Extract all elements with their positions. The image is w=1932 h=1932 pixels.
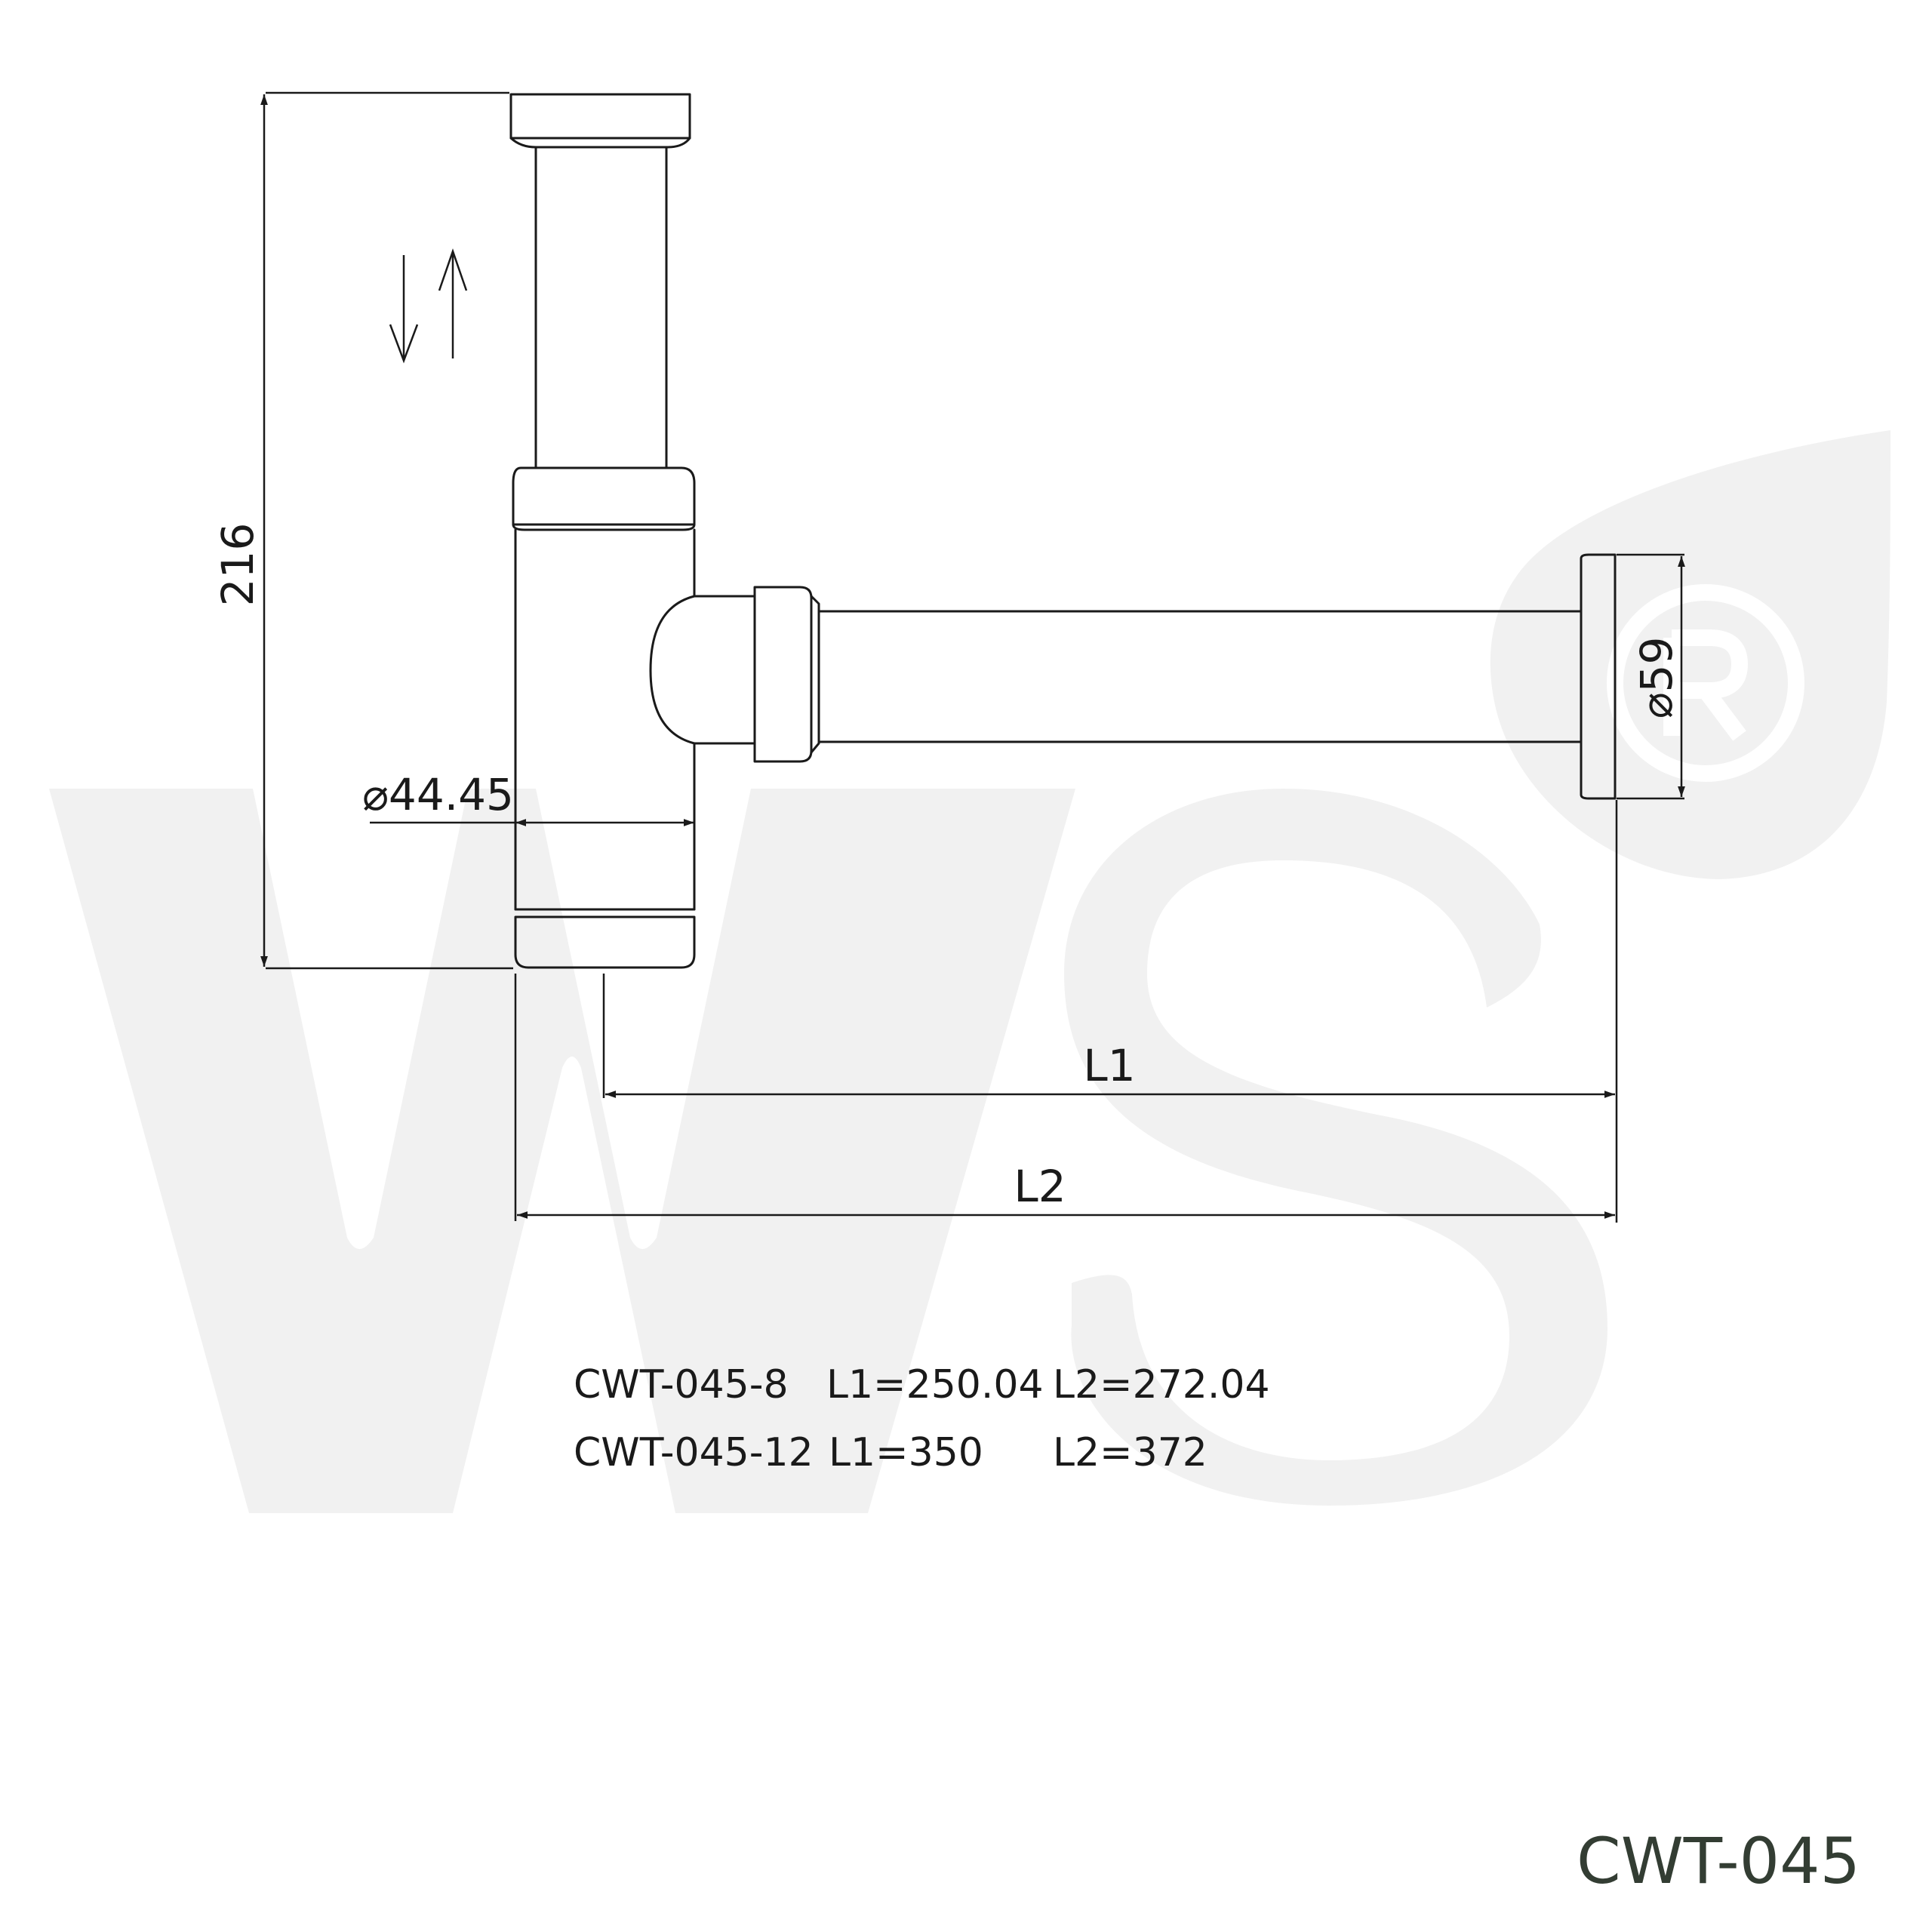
arrow-down-icon	[389, 255, 419, 364]
dimension-height: 216	[212, 91, 513, 970]
dimension-l2: L2	[514, 974, 1615, 1221]
variant-model: CWT-045-12	[574, 1430, 814, 1475]
flow-direction-arrows	[389, 248, 468, 364]
model-number: CWT-045	[1577, 1824, 1860, 1898]
horizontal-pipe	[817, 610, 1583, 743]
tailpiece-tube	[534, 146, 668, 469]
dimension-l1: L1	[602, 800, 1618, 1223]
upper-collar	[512, 466, 696, 526]
variant-l1: L1=250.04	[826, 1362, 1044, 1407]
dimension-inlet-diameter: ⌀44.45	[362, 769, 694, 826]
watermark-letter-w	[49, 789, 1075, 1513]
variant-model: CWT-045-8	[574, 1362, 789, 1407]
watermark-logo	[49, 430, 1890, 1513]
wall-flange	[1580, 553, 1617, 800]
arrow-up-icon	[438, 248, 468, 358]
variant-spec-table: CWT-045-8 L1=250.04 L2=272.04 CWT-045-12…	[574, 1362, 1270, 1475]
variant-l2: L2=272.04	[1053, 1362, 1270, 1407]
bottle-trap	[509, 93, 1617, 969]
variant-l2: L2=372	[1053, 1430, 1208, 1475]
dimension-flange-diameter: ⌀59	[1617, 553, 1685, 800]
top-flange-cap	[509, 93, 691, 140]
watermark-letter-s	[1064, 789, 1607, 1506]
dimension-l1-label: L1	[1083, 1040, 1135, 1091]
outlet-dome	[649, 595, 756, 745]
dimension-l2-label: L2	[1014, 1161, 1066, 1212]
dimension-height-label: 216	[212, 523, 263, 607]
watermark-leaf	[1490, 430, 1890, 879]
dimension-inlet-diameter-label: ⌀44.45	[362, 769, 514, 820]
variant-l1: L1=350	[829, 1430, 983, 1475]
bottle-body	[514, 528, 696, 911]
outlet-nut	[753, 586, 813, 763]
dimension-flange-diameter-label: ⌀59	[1631, 637, 1682, 719]
lower-ring	[514, 908, 696, 969]
